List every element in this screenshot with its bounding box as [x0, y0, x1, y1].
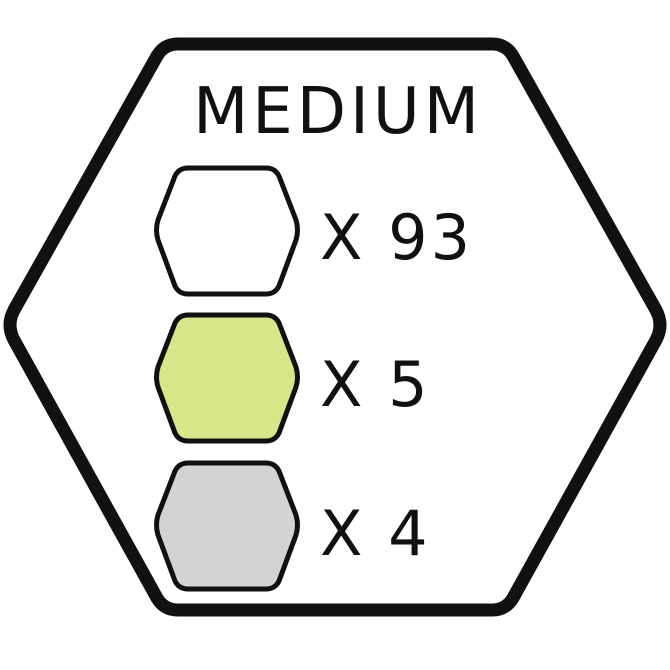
- gray-tile-icon: [154, 460, 300, 592]
- plain-tile-icon: [154, 165, 300, 297]
- green-tile-icon: [154, 312, 300, 444]
- difficulty-title: MEDIUM: [193, 75, 483, 149]
- tile-row-green: X 5: [154, 312, 431, 444]
- green-tile-count: X 5: [320, 348, 431, 421]
- gray-tile-count: X 4: [320, 497, 431, 570]
- tile-row-gray: X 4: [154, 460, 431, 592]
- tile-row-plain: X 93: [154, 165, 473, 297]
- plain-tile-count: X 93: [320, 201, 473, 274]
